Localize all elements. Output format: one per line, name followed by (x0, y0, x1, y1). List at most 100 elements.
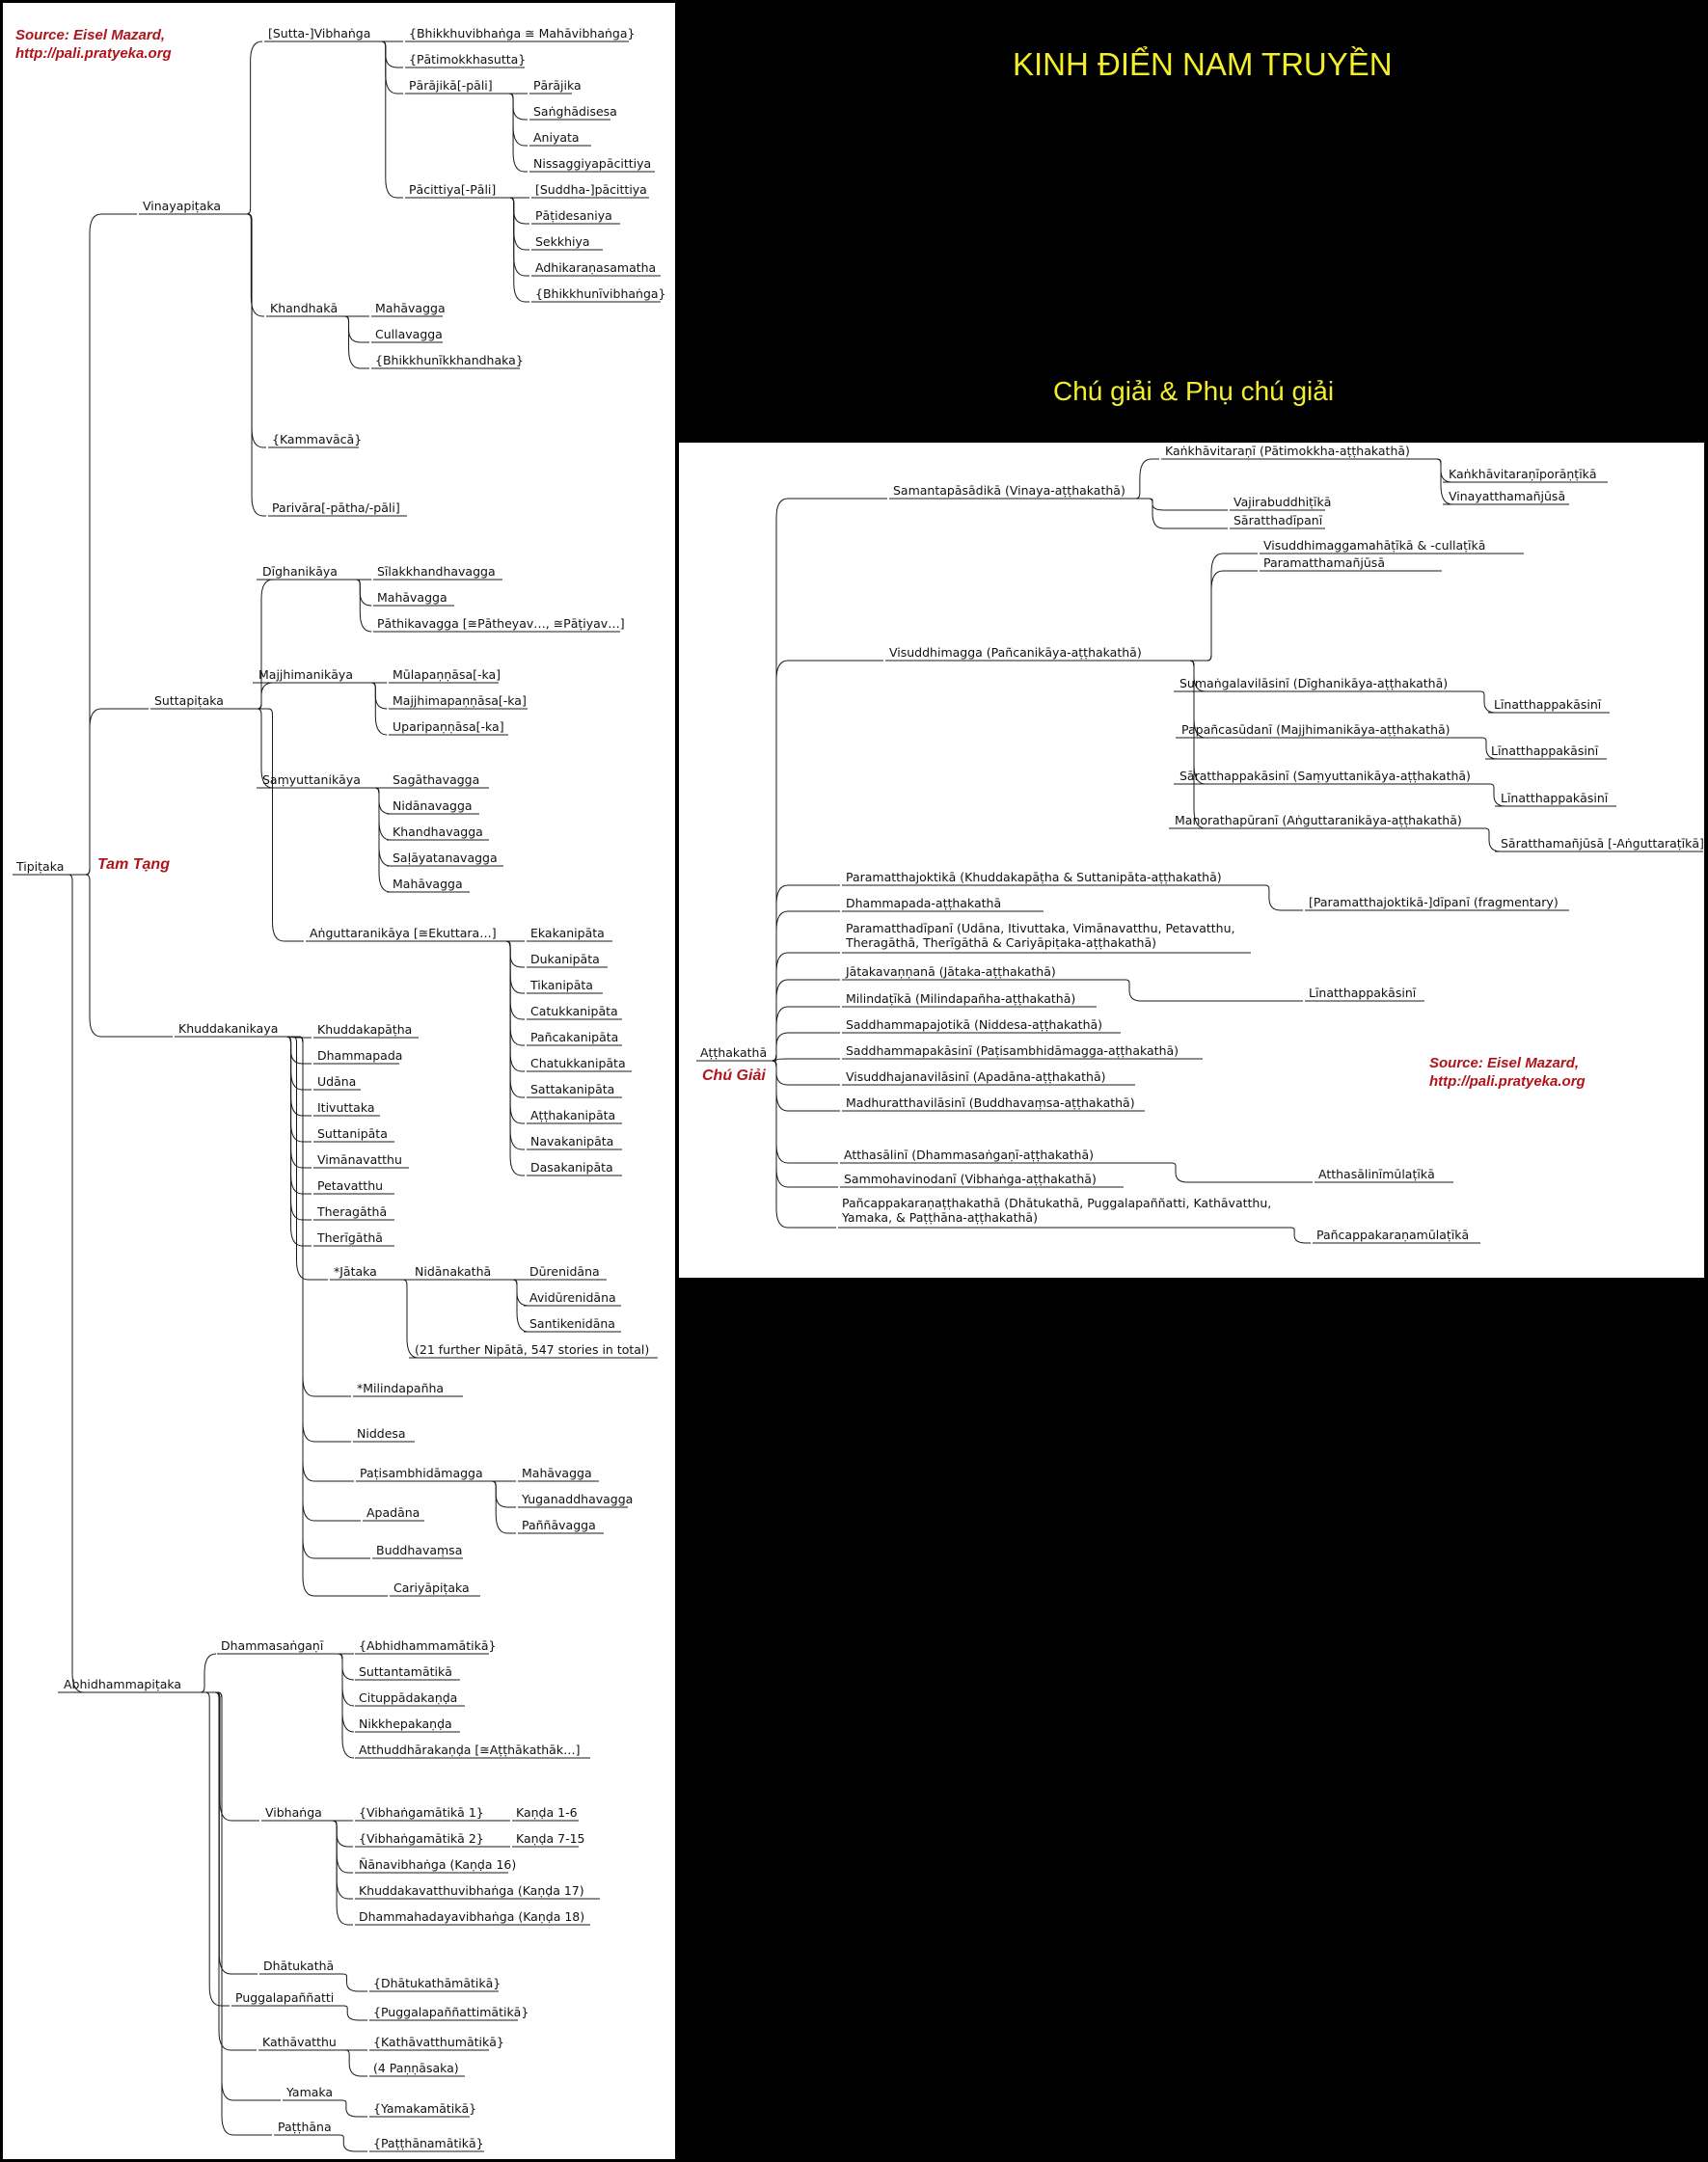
tree-node-48: Khuddakanikaya (178, 1021, 279, 1036)
tree-node-10: Pācittiya[-Pāli] (409, 182, 497, 197)
tree-node-2: Kaṅkhāvitaraṇī (Pātimokkha-aṭṭhakathā) (1165, 444, 1410, 458)
tree-connector (280, 1036, 312, 1117)
tree-connector (1106, 979, 1303, 1002)
tree-node-50: Dhammapada (317, 1048, 403, 1063)
tree-node-55: Petavatthu (317, 1178, 384, 1193)
commentary-tree-panel: Chú Giải Source: Eisel Mazard, http://pa… (679, 443, 1704, 1278)
tree-connector (331, 2134, 367, 2152)
tree-node-62: Santikenidāna (529, 1316, 615, 1331)
tree-connector (1435, 458, 1453, 505)
tree-connector (373, 787, 392, 815)
tree-connector (502, 940, 525, 968)
tree-node-46: Navakanipāta (530, 1134, 614, 1149)
source-credit-url: http://pali.pratyeka.org (15, 45, 172, 62)
tree-node-98: {Paṭṭhānamātikā} (373, 2136, 484, 2150)
tree-connector (338, 315, 369, 343)
tree-node-31: Saṃyuttanikāya (262, 772, 361, 787)
tree-node-11: [Suddha-]pācittiya (535, 182, 647, 197)
tree-node-15: {Bhikkhunīvibhaṅga} (535, 286, 666, 301)
tree-node-68: Yuganaddhavagga (522, 1492, 634, 1506)
tree-connector (1480, 737, 1499, 760)
tree-node-70: Apadāna (366, 1505, 420, 1520)
tree-node-91: {Puggalapaññattimātikā} (373, 2005, 529, 2019)
tree-node-25: Mahāvagga (377, 590, 447, 605)
tree-node-22: Suttapiṭaka (154, 693, 224, 708)
tree-connector (505, 93, 528, 121)
tree-connector (753, 1060, 838, 1164)
tree-connector (338, 315, 369, 369)
tree-node-9: Paramatthamañjūsā (1263, 555, 1385, 570)
tree-node-51: Udāna (317, 1074, 357, 1089)
tree-connector (1129, 498, 1228, 511)
tree-connector (335, 2099, 367, 2118)
tree-node-59: Nidānakathā (415, 1264, 492, 1279)
tree-node-63: (21 further Nipātā, 547 stories in total… (415, 1342, 650, 1357)
page-title: KINH ĐIỂN NAM TRUYỀN (1013, 46, 1393, 82)
tree-connector (376, 41, 403, 199)
tree-node-25: Saddhammapajotikā (Niddesa-aṭṭhakathā) (846, 1017, 1103, 1032)
tree-node-26: Saddhammapakāsinī (Paṭisambhidāmagga-aṭṭ… (846, 1043, 1179, 1058)
tree-node-6: Pārājika (533, 78, 582, 93)
commentary-subtitle: Chú giải & Phụ chú giải (1053, 376, 1335, 406)
tree-node-77: Cituppādakaṇḍa (359, 1690, 458, 1705)
source-credit: Source: Eisel Mazard, http://pali.pratye… (15, 26, 172, 63)
tree-node-15: Līnatthappakāsinī (1501, 791, 1609, 805)
tipitaka-tree-panel: Source: Eisel Mazard, http://pali.pratye… (3, 3, 675, 2159)
tree-node-29: Atthasālinī (Dhammasaṅgaṇī-aṭṭhakathā) (844, 1148, 1094, 1162)
tree-node-44: Sattakanipāta (530, 1082, 615, 1096)
tree-node-96: {Yamakamātikā} (373, 2101, 477, 2116)
tree-connector (502, 940, 525, 1124)
tree-node-4: Vinayatthamañjūsā (1449, 489, 1566, 503)
tree-connector (502, 940, 525, 1072)
tree-connector (337, 1653, 355, 1681)
tree-connector (753, 1060, 840, 1112)
tree-connector (199, 1691, 272, 2136)
tree-connector (244, 41, 262, 215)
tree-node-9: Nissaggiyapācittiya (533, 156, 652, 171)
tree-connector (280, 1036, 312, 1169)
tree-connector (336, 1973, 367, 1992)
tree-node-0: Aṭṭhakathā (700, 1045, 768, 1060)
tree-connector (339, 2049, 367, 2077)
tree-connector (328, 1820, 353, 1900)
tree-node-86: Khuddakavatthuvibhaṅga (Kaṇḍa 17) (359, 1883, 584, 1898)
tree-node-14: Sāratthappakāsinī (Saṃyuttanikāya-aṭṭhak… (1179, 769, 1471, 783)
source-credit-line: Source: Eisel Mazard, (1429, 1055, 1580, 1071)
tree-node-93: {Kathāvatthumātikā} (373, 2035, 504, 2049)
tree-node-64: *Milindapañha (357, 1381, 445, 1395)
tree-node-73: Abhidhammapiṭaka (64, 1677, 182, 1691)
tree-node-79: Atthuddhārakaṇḍa [≅Aṭṭhākathāk…] (359, 1743, 581, 1757)
tree-connector (328, 1820, 353, 1848)
tree-connector (1169, 660, 1206, 829)
tree-node-22: Jātakavaṇṇanā (Jātaka-aṭṭhakathā) (846, 964, 1056, 979)
tree-connector (199, 1691, 230, 2007)
tree-node-78: Nikkhepakaṇḍa (359, 1716, 452, 1731)
tree-node-18: Cullavagga (375, 327, 443, 341)
tree-node-69: Paññāvagga (522, 1518, 596, 1532)
tree-connector (244, 213, 264, 317)
tree-connector (256, 708, 304, 942)
tree-node-67: Mahāvagga (522, 1466, 592, 1480)
tree-node-13: Sekkhiya (535, 234, 590, 249)
tree-node-87: Dhammahadayavibhaṅga (Kaṇḍa 18) (359, 1909, 585, 1924)
tree-connector (511, 1279, 529, 1307)
tree-node-90: Puggalapaññatti (235, 1990, 335, 2005)
source-credit-url: http://pali.pratyeka.org (1429, 1073, 1586, 1090)
source-credit: Source: Eisel Mazard, http://pali.pratye… (1429, 1054, 1586, 1091)
tree-node-85: Ñānavibhaṅga (Kaṇḍa 16) (359, 1857, 517, 1872)
tree-connector (485, 1480, 516, 1508)
tree-node-12: Papañcasūdanī (Majjhimanikāya-aṭṭhakathā… (1181, 722, 1450, 737)
tree-node-74: Dhammasaṅgaṇī (221, 1638, 324, 1653)
tree-node-19: [Paramatthajoktikā-]dīpanī (fragmentary) (1309, 895, 1559, 909)
tree-node-31: Sammohavinodanī (Vibhaṅga-aṭṭhakathā) (844, 1172, 1097, 1186)
tipitaka-tree-connectors (13, 41, 661, 2152)
tree-node-57: Therīgāthā (317, 1230, 383, 1245)
tree-node-97: Paṭṭhāna (278, 2120, 332, 2134)
tree-node-72: Cariyāpiṭaka (393, 1581, 470, 1595)
tree-node-10: Sumaṅgalavilāsinī (Dīghanikāya-aṭṭhakath… (1179, 676, 1449, 690)
tree-node-33: Pañcappakaraṇamūlaṭīkā (1316, 1228, 1470, 1242)
tree-node-56: Theragāthā (317, 1204, 388, 1219)
tree-connector (1152, 1162, 1313, 1183)
tree-node-37: Aṅguttaranikāya [≅Ekuttara…] (310, 926, 497, 940)
tree-connector (199, 1691, 259, 1822)
